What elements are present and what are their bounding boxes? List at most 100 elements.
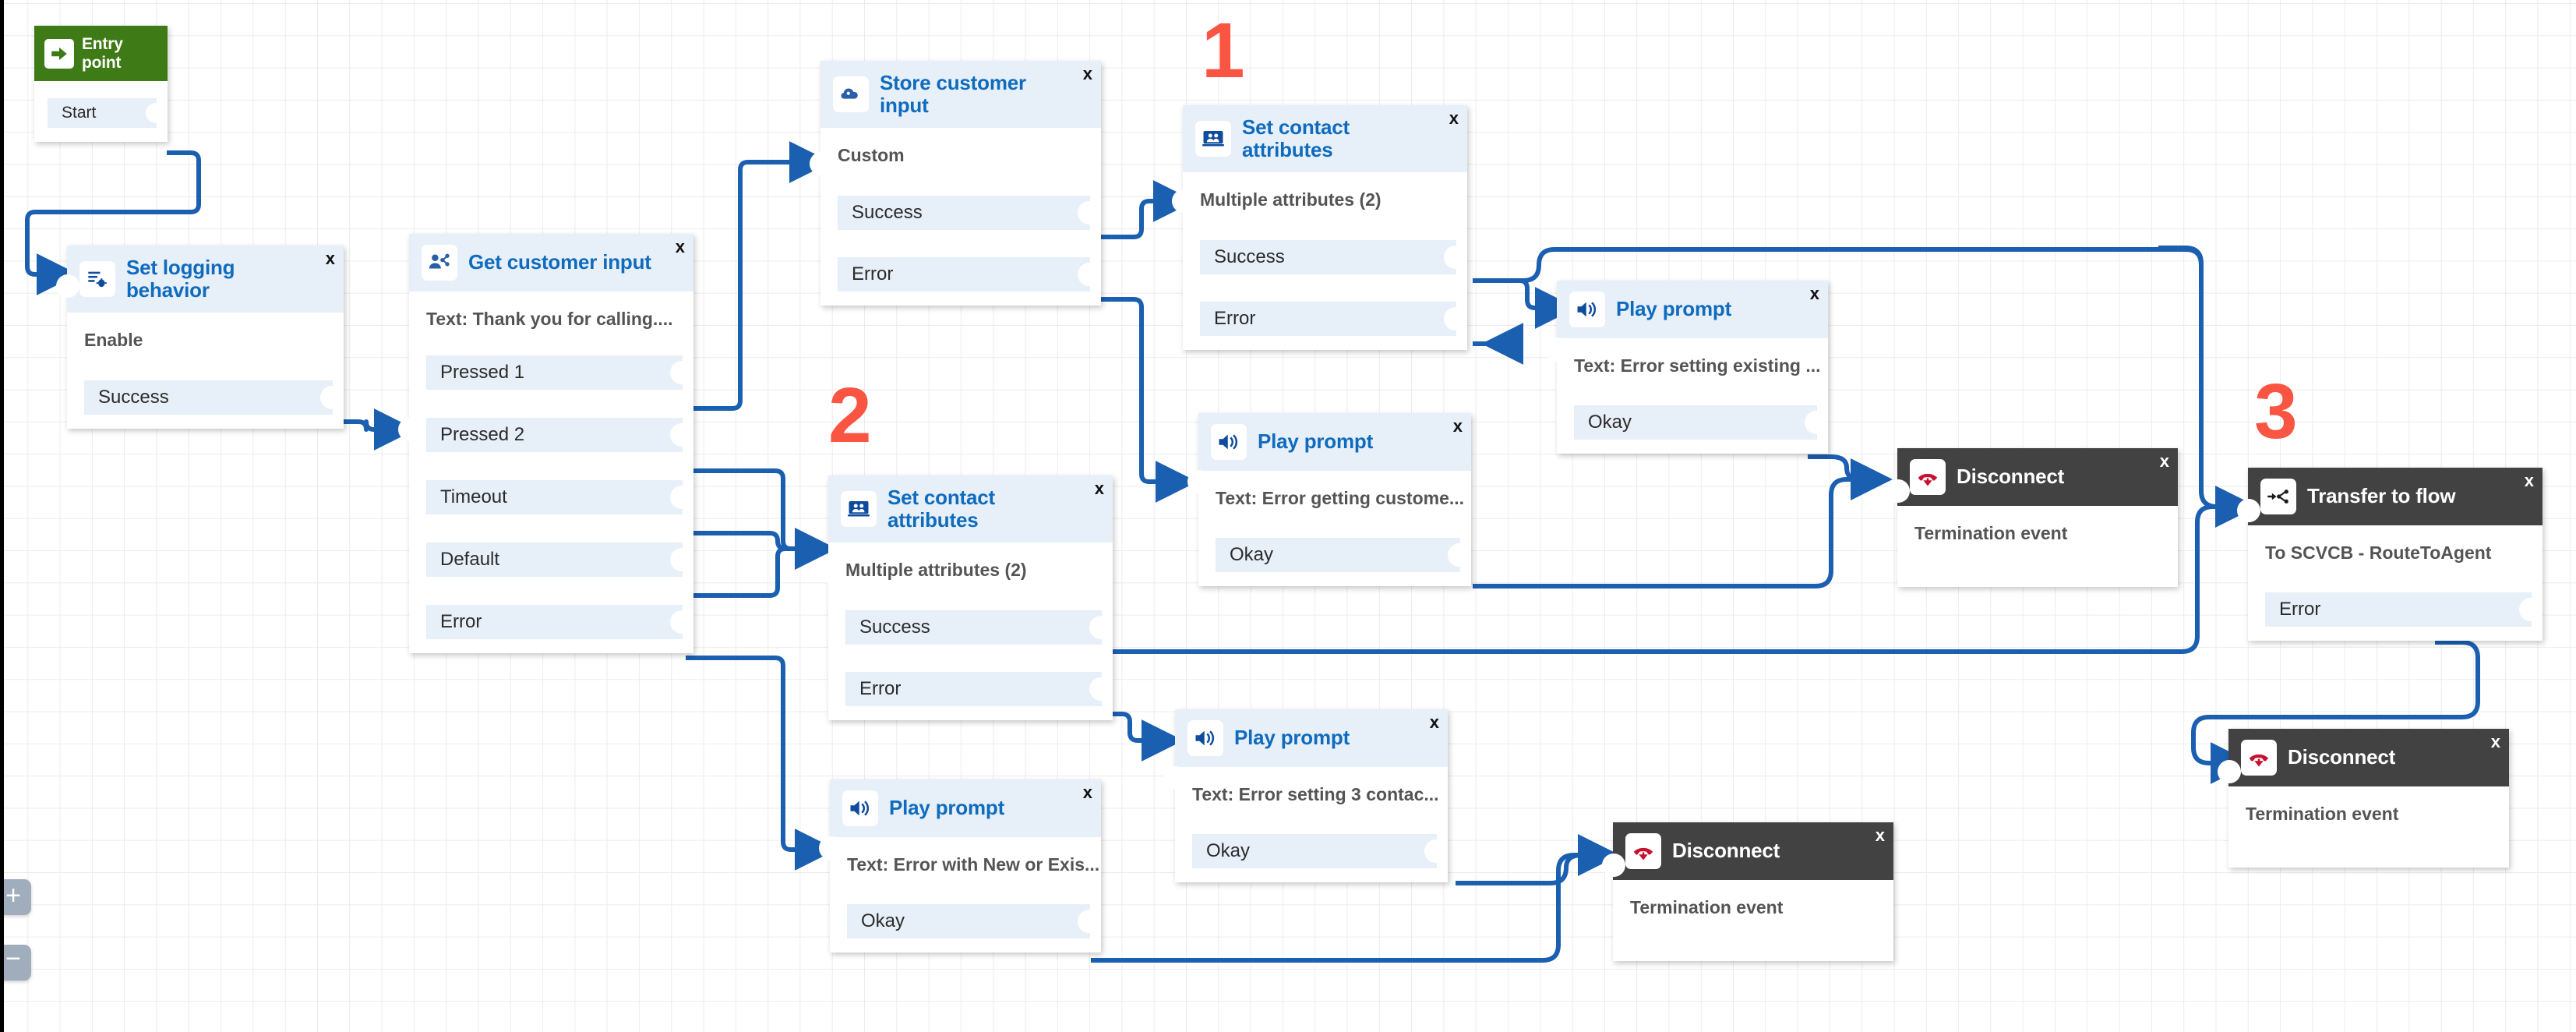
close-icon[interactable]: x [1082,783,1092,802]
input-connector-dot[interactable] [2237,499,2260,522]
close-icon[interactable]: x [1809,284,1819,303]
entry-arrow-icon [44,38,74,69]
node-set-contact-attributes-1[interactable]: Set contact attributes x Multiple attrib… [1172,105,1467,350]
port-error[interactable]: Error [845,671,1113,706]
node-disconnect-bottom[interactable]: Disconnect x Termination event [2218,729,2509,868]
node-play-prompt-error-new-or-existing[interactable]: Play prompt x Text: Error with New or Ex… [819,779,1101,953]
close-icon[interactable]: x [1082,64,1092,83]
port-label: Error [440,611,482,633]
zoom-out-button[interactable]: − [0,945,31,981]
port-pressed-2[interactable]: Pressed 2 [426,418,693,453]
port-label: Okay [1230,544,1274,566]
port-timeout[interactable]: Timeout [426,480,693,515]
contact-attributes-icon [841,491,877,528]
port-okay[interactable]: Okay [847,904,1101,939]
port-okay[interactable]: Okay [1574,405,1828,440]
port-start[interactable]: Start [48,98,166,129]
port-connector-dot[interactable] [146,103,166,124]
port-error[interactable]: Error [426,605,693,640]
node-disconnect-top[interactable]: Disconnect x Termination event [1886,448,2178,588]
close-icon[interactable]: x [325,249,335,268]
close-icon[interactable]: x [1429,712,1439,732]
store-customer-input-title: Store customer input [880,71,1026,118]
port-error[interactable]: Error [1200,301,1467,336]
port-connector-dot[interactable] [670,361,693,385]
input-connector-dot[interactable] [1187,470,1211,493]
port-success[interactable]: Success [838,195,1101,230]
port-connector-dot[interactable] [1078,910,1101,934]
node-set-contact-attributes-2[interactable]: Set contact attributes x Multiple attrib… [817,475,1113,720]
input-connector-dot[interactable] [1172,189,1195,213]
port-label: Success [859,616,930,638]
port-connector-dot[interactable] [670,548,693,572]
contact-attributes-icon [1195,121,1231,157]
port-success[interactable]: Success [845,610,1113,645]
node-get-customer-input[interactable]: Get customer input x Text: Thank you for… [398,234,693,654]
input-connector-dot[interactable] [1546,338,1569,361]
port-connector-dot[interactable] [1444,306,1467,330]
port-connector-dot[interactable] [1089,615,1113,639]
port-okay[interactable]: Okay [1216,538,1471,573]
set-logging-behavior-header: Set logging behavior x [67,246,344,313]
input-connector-dot[interactable] [1164,766,1187,790]
input-connector-dot[interactable] [810,152,833,175]
port-connector-dot[interactable] [1448,543,1471,567]
close-icon[interactable]: x [2524,471,2534,490]
input-connector-dot[interactable] [819,836,842,860]
node-store-customer-input[interactable]: Store customer input x Custom Success Er… [810,61,1101,306]
node-play-prompt-error-getting-customer[interactable]: Play prompt x Text: Error getting custom… [1187,413,1471,587]
port-connector-dot[interactable] [1078,200,1101,224]
minus-icon: − [5,944,21,974]
close-icon[interactable]: x [2159,451,2169,471]
node-play-prompt-error-setting-3-contact[interactable]: Play prompt x Text: Error setting 3 cont… [1164,709,1448,883]
node-play-prompt-error-setting-existing[interactable]: Play prompt x Text: Error setting existi… [1546,281,1828,454]
input-connector-dot[interactable] [817,560,841,583]
input-connector-dot[interactable] [2218,760,2241,783]
close-icon[interactable]: x [1452,416,1463,436]
entry-point-header: Entry point [34,26,168,82]
input-connector-dot[interactable] [56,274,79,298]
node-disconnect-middle[interactable]: Disconnect x Termination event [1602,822,1893,962]
store-customer-input-header: Store customer input x [820,61,1101,129]
node-transfer-to-flow[interactable]: Transfer to flow x To SCVCB - RouteToAge… [2237,468,2542,641]
port-connector-dot[interactable] [1089,677,1113,701]
node-entry-point[interactable]: Entry point Start [34,26,168,143]
port-connector-dot[interactable] [670,610,693,634]
play-prompt-error-setting-existing-header: Play prompt x [1557,281,1828,338]
play-prompt-title: Play prompt [1616,297,1732,321]
input-connector-dot[interactable] [1886,479,1910,503]
port-connector-dot[interactable] [1078,262,1101,286]
port-success[interactable]: Success [1200,239,1467,274]
port-connector-dot[interactable] [2519,598,2542,622]
input-connector-dot[interactable] [398,418,422,441]
close-icon[interactable]: x [1875,825,1885,845]
disconnect-bottom-header: Disconnect x [2228,729,2509,786]
close-icon[interactable]: x [1094,479,1104,498]
set-logging-behavior-title: Set logging behavior [126,256,235,302]
port-okay[interactable]: Okay [1192,834,1448,869]
node-set-logging-behavior[interactable]: Set logging behavior x Enable Success [56,246,344,429]
close-icon[interactable]: x [1449,108,1459,128]
set-contact-attributes-2-title: Set contact attributes [887,486,995,532]
port-connector-dot[interactable] [670,423,693,447]
port-error[interactable]: Error [2265,592,2542,627]
input-connector-dot[interactable] [1602,854,1625,877]
port-connector-dot[interactable] [1424,839,1448,864]
close-icon[interactable]: x [2490,732,2500,751]
hangup-phone-icon [1625,833,1661,869]
port-connector-dot[interactable] [320,385,344,409]
port-pressed-1[interactable]: Pressed 1 [426,355,693,391]
port-error[interactable]: Error [838,256,1101,292]
port-connector-dot[interactable] [1805,411,1828,435]
play-prompt-title: Play prompt [1234,726,1350,750]
port-connector-dot[interactable] [1444,245,1467,269]
port-success[interactable]: Success [84,380,344,415]
port-connector-dot[interactable] [670,486,693,510]
port-default[interactable]: Default [426,543,693,578]
get-customer-input-title: Get customer input [468,250,651,274]
close-icon[interactable]: x [675,237,685,256]
set-contact-attributes-2-header: Set contact attributes x [828,475,1113,543]
set-logging-behavior-subtitle: Enable [84,330,143,351]
zoom-in-button[interactable]: + [0,879,31,915]
